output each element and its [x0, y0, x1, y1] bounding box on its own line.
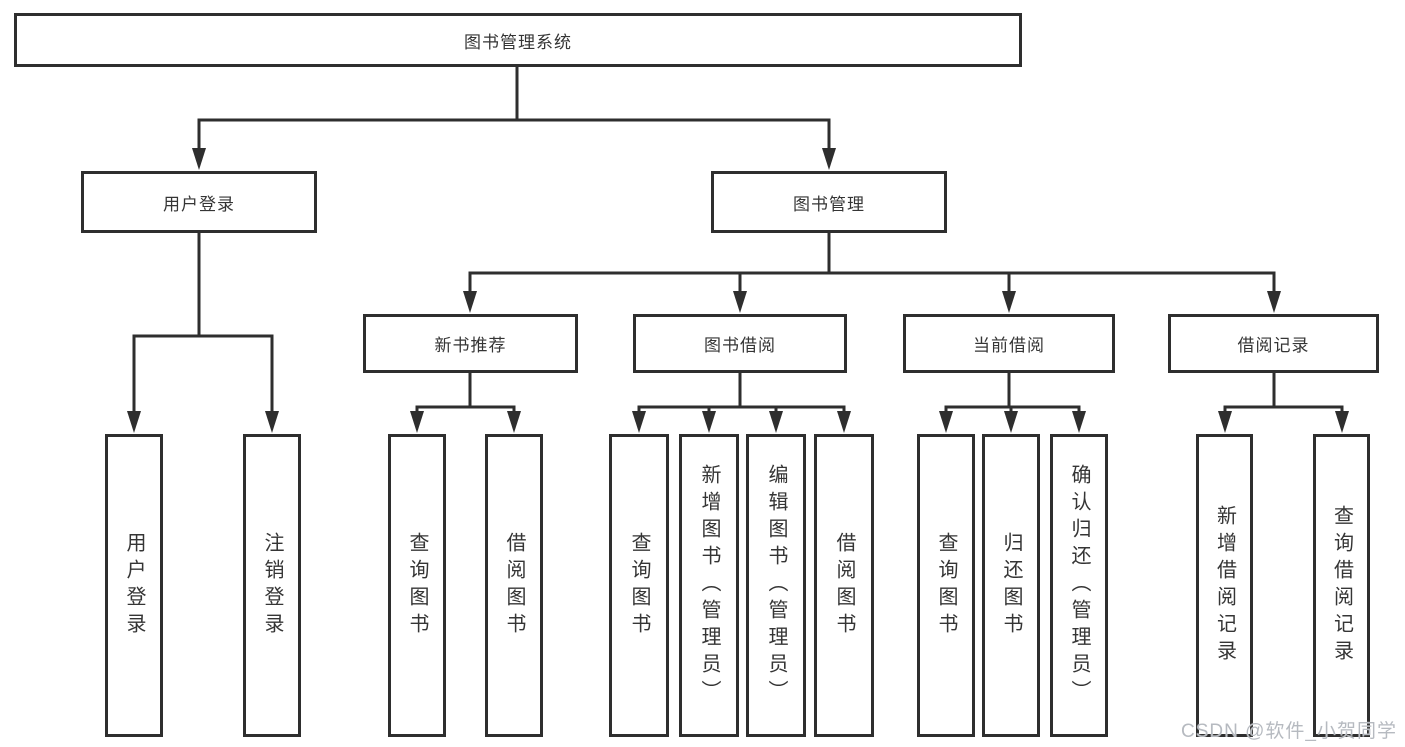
node-label: 注销登录 [261, 531, 283, 640]
node-label: 编辑图书（管理员） [765, 464, 787, 707]
node-label: 查询图书 [406, 531, 428, 640]
node-label: 新增借阅记录 [1213, 504, 1236, 667]
node-label: 归还图书 [1000, 531, 1022, 640]
node-query-borrow-record: 查询借阅记录 [1313, 434, 1370, 737]
node-user-login: 用户登录 [81, 171, 317, 233]
node-edit-books-admin: 编辑图书（管理员） [746, 434, 806, 737]
node-query-books-recommend: 查询图书 [388, 434, 446, 737]
node-logout: 注销登录 [243, 434, 301, 737]
node-borrow-books-recommend: 借阅图书 [485, 434, 543, 737]
node-query-books-current: 查询图书 [917, 434, 975, 737]
node-label: 图书借阅 [704, 336, 776, 355]
node-book-borrowing: 图书借阅 [633, 314, 847, 373]
node-confirm-return-admin: 确认归还（管理员） [1050, 434, 1108, 737]
node-label: 新书推荐 [434, 336, 507, 355]
node-user-login-action: 用户登录 [105, 434, 163, 737]
node-label: 图书管理 [793, 194, 865, 214]
csdn-watermark: CSDN @软件_小贺同学 [1181, 721, 1397, 742]
node-label: 查询借阅记录 [1330, 504, 1353, 667]
node-label: 查询图书 [935, 531, 957, 640]
node-label: 确认归还（管理员） [1068, 464, 1090, 707]
node-label: 借阅记录 [1237, 336, 1310, 355]
node-borrow-books: 借阅图书 [814, 434, 874, 737]
node-library-management-system: 图书管理系统 [14, 13, 1022, 67]
node-new-book-recommendation: 新书推荐 [363, 314, 578, 373]
node-return-books: 归还图书 [982, 434, 1040, 737]
node-query-books-borrow: 查询图书 [609, 434, 669, 737]
node-label: 借阅图书 [833, 531, 855, 640]
node-label: 借阅图书 [503, 531, 525, 640]
node-label: 新增图书（管理员） [698, 464, 720, 707]
node-borrowing-records: 借阅记录 [1168, 314, 1379, 373]
node-add-borrow-record: 新增借阅记录 [1196, 434, 1253, 737]
node-book-management: 图书管理 [711, 171, 947, 233]
node-add-books-admin: 新增图书（管理员） [679, 434, 739, 737]
node-label: 用户登录 [163, 194, 235, 214]
node-label: 当前借阅 [973, 336, 1045, 355]
node-label: 查询图书 [628, 531, 650, 640]
node-current-borrowing: 当前借阅 [903, 314, 1115, 373]
node-label: 图书管理系统 [464, 32, 572, 52]
node-label: 用户登录 [123, 531, 145, 640]
